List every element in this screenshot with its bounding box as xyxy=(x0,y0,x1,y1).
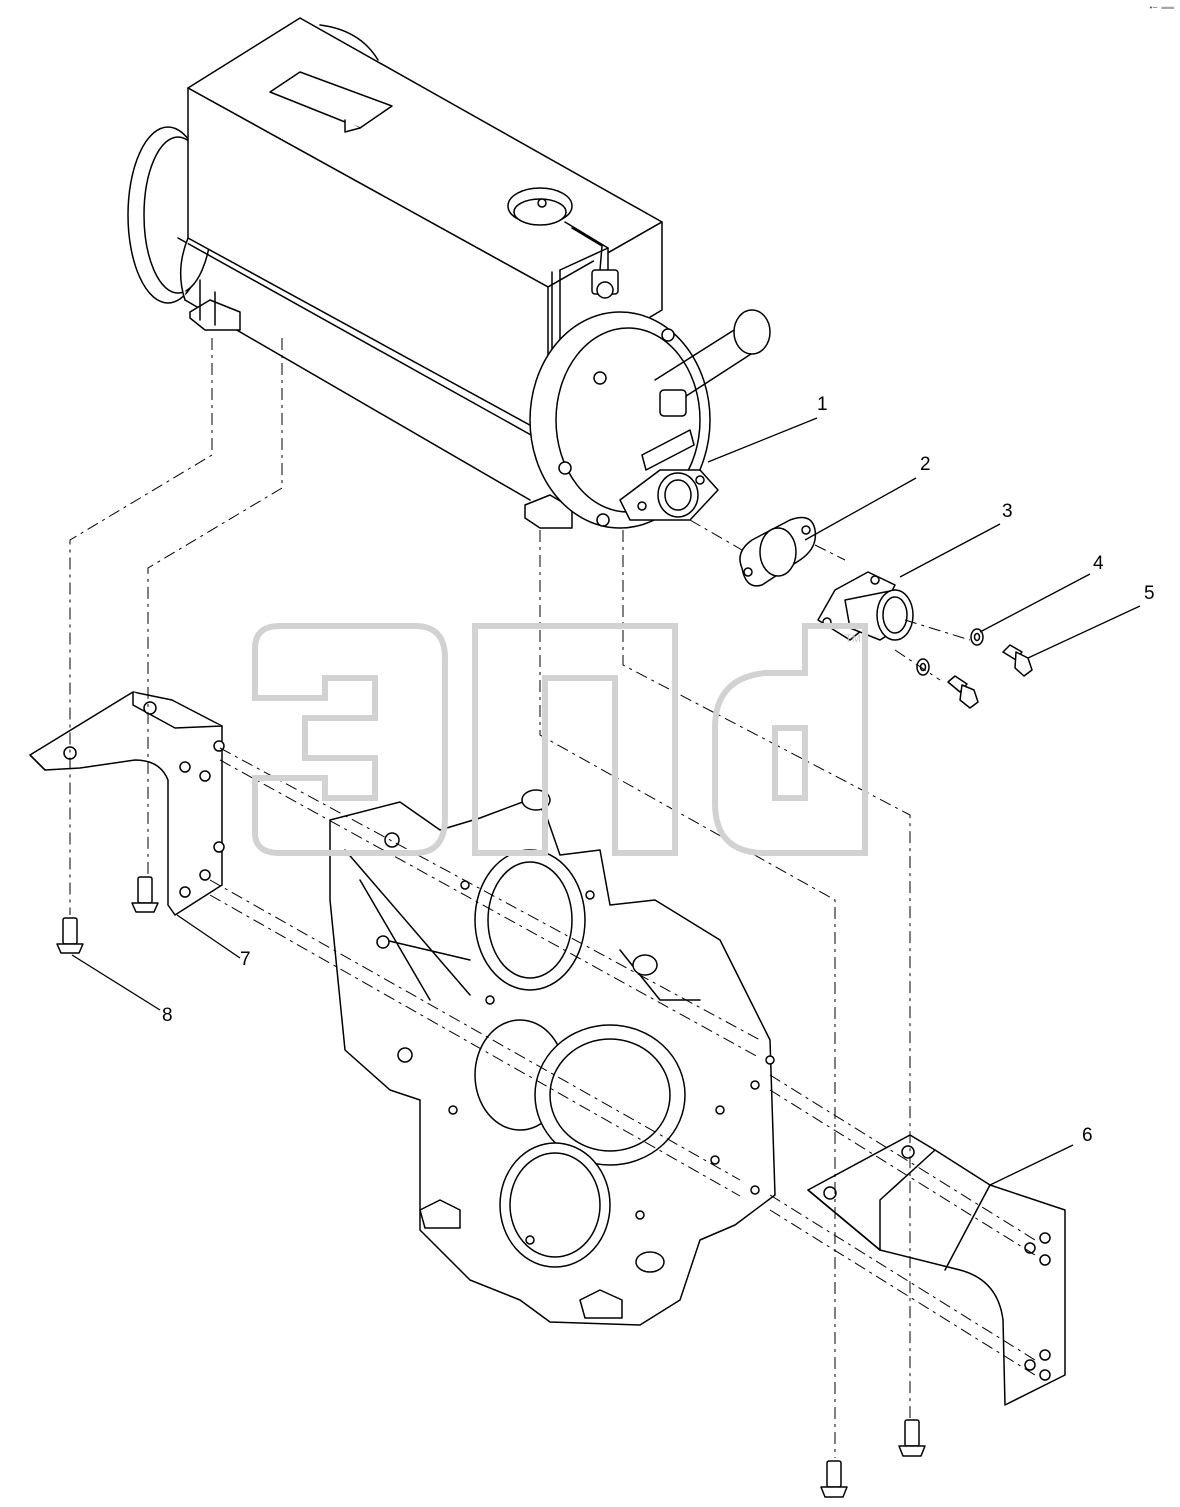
radiator-tank xyxy=(127,17,663,529)
watermark-logo xyxy=(252,623,868,856)
watermark-tm: TM xyxy=(845,633,861,645)
gasket xyxy=(739,516,817,587)
callout-5: 5 xyxy=(1144,583,1155,604)
washers xyxy=(916,628,984,676)
outlet-elbow xyxy=(817,571,914,641)
callout-8: 8 xyxy=(162,1005,173,1026)
callout-2: 2 xyxy=(920,454,931,475)
right-bracket xyxy=(807,1134,1066,1406)
leader-lines xyxy=(71,417,1141,1186)
callout-7: 7 xyxy=(240,949,251,970)
left-bolts xyxy=(56,876,159,954)
callout-4: 4 xyxy=(1093,553,1104,574)
bolts xyxy=(947,644,1033,709)
right-bolts xyxy=(820,1419,926,1498)
callout-3: 3 xyxy=(1002,501,1013,522)
pump-housing xyxy=(529,309,771,529)
gear-case xyxy=(329,789,776,1326)
callout-6: 6 xyxy=(1082,1125,1093,1146)
assembly-lines xyxy=(69,338,1036,1458)
callout-1: 1 xyxy=(817,394,828,415)
left-bracket xyxy=(29,691,225,916)
corner-mark: •─ ═══ xyxy=(1148,4,1174,12)
